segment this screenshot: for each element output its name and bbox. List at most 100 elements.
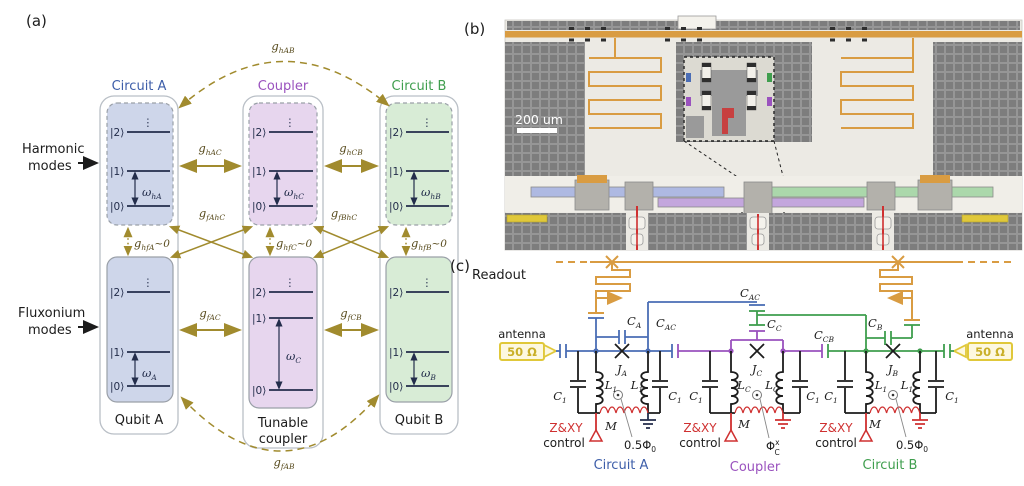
svg-text:|1⟩: |1⟩ <box>252 166 266 178</box>
svg-text:|1⟩: |1⟩ <box>110 347 124 359</box>
svg-text:ΦxC: ΦxC <box>766 438 780 457</box>
antenna-right: antenna 50 Ω <box>943 327 1014 361</box>
harmonic-box-a <box>106 102 174 226</box>
chip-top-ground <box>507 21 1020 30</box>
inset-purple-mark-left <box>686 97 691 106</box>
control-port-c-icon <box>723 428 739 442</box>
svg-text:|2⟩: |2⟩ <box>389 127 403 139</box>
svg-text:CC: CC <box>767 317 782 333</box>
arc-g-fAB <box>180 394 380 452</box>
svg-text:|2⟩: |2⟩ <box>252 127 266 139</box>
panel-c-labels: CA CAC CAC CC CCB CB C1 C1 C1 C1 C1 C1 L… <box>543 286 959 475</box>
cap-c1-a-left <box>570 351 586 413</box>
svg-text:antenna: antenna <box>498 327 546 341</box>
svg-text:⋮: ⋮ <box>143 117 154 129</box>
qubit-b-footer: Qubit B <box>395 413 443 428</box>
tunable-coupler-footer-2: coupler <box>259 432 308 447</box>
svg-text:ωhC: ωhC <box>284 185 304 201</box>
panel-a: (a) Harmonic modes Fluxonium modes Circu… <box>18 12 459 471</box>
flux-control-lines <box>626 206 894 250</box>
mutual-inductor-a <box>599 406 649 414</box>
inset-green-mark <box>767 73 772 82</box>
svg-text:ghfA~0: ghfA~0 <box>134 236 170 252</box>
svg-text:|0⟩: |0⟩ <box>252 385 266 397</box>
fluxonium-box-b <box>385 256 453 403</box>
readout-resonator-left <box>588 38 662 129</box>
svg-text:C1: C1 <box>553 389 567 405</box>
svg-text:L1: L1 <box>604 378 617 394</box>
cap-c1-b-left <box>837 351 853 413</box>
circuit-a-schematic <box>566 301 757 442</box>
harmonic-levels-b: ⋮ |2⟩ |1⟩ |0⟩ ωhB <box>389 117 449 213</box>
svg-text:Fluxonium: Fluxonium <box>18 306 85 321</box>
harmonic-levels-c: ⋮ |2⟩ |1⟩ |0⟩ ωhC <box>252 117 313 213</box>
svg-text:0.5Φ0: 0.5Φ0 <box>624 438 656 454</box>
svg-text:L1: L1 <box>874 378 887 394</box>
svg-text:control: control <box>815 436 857 450</box>
mutual-inductor-c <box>734 406 784 414</box>
svg-text:modes: modes <box>28 323 72 338</box>
junction-bridges <box>701 62 757 111</box>
coupler-footer: Coupler <box>730 460 781 475</box>
svg-text:Z&XY: Z&XY <box>683 421 717 435</box>
inductor-c-left <box>730 351 739 413</box>
svg-text:CAC: CAC <box>656 316 676 332</box>
svg-text:gfBhC: gfBhC <box>331 206 357 222</box>
svg-text:M: M <box>604 419 618 433</box>
cap-c1-a-right <box>652 351 668 413</box>
svg-text:C1: C1 <box>945 389 959 405</box>
svg-text:gfAB: gfAB <box>273 455 295 471</box>
svg-text:ghCB: ghCB <box>339 141 363 157</box>
svg-text:C1: C1 <box>806 389 820 405</box>
svg-text:gfAhC: gfAhC <box>199 206 225 222</box>
svg-text:|0⟩: |0⟩ <box>110 201 124 213</box>
panel-b: (b) <box>464 15 1023 251</box>
svg-text:⋮: ⋮ <box>143 277 154 289</box>
panel-c: (c) Readout antenna 50 Ω <box>450 255 1014 475</box>
harmonic-levels-a: ⋮ |2⟩ |1⟩ |0⟩ ωhA <box>110 117 170 213</box>
junction-a-icon <box>614 343 630 359</box>
svg-text:|1⟩: |1⟩ <box>389 166 403 178</box>
chip-feedline <box>505 31 1022 38</box>
cap-c1-b-right <box>928 351 944 413</box>
svg-text:|0⟩: |0⟩ <box>389 381 403 393</box>
qubit-a-footer: Qubit A <box>115 413 164 428</box>
circuit-b-footer: Circuit B <box>863 458 918 473</box>
coupling-labels: ghAB ghAC ghCB gfAhC gfBhC ghfA~0 ghfC~0… <box>134 39 447 471</box>
svg-text:ωB: ωB <box>421 366 436 382</box>
chip-inset <box>683 56 785 219</box>
scale-bar: 200 um <box>515 112 563 133</box>
svg-text:gfCB: gfCB <box>340 306 362 322</box>
svg-text:|1⟩: |1⟩ <box>252 313 266 325</box>
inset-red-feature <box>722 108 734 134</box>
svg-text:0.5Φ0: 0.5Φ0 <box>896 438 928 454</box>
svg-text:Z&XY: Z&XY <box>819 421 853 435</box>
readout-resonator-a <box>588 262 631 319</box>
svg-text:CAC: CAC <box>740 286 760 302</box>
inductor-a-right <box>640 351 649 413</box>
circuit-a-footer: Circuit A <box>594 458 649 473</box>
svg-text:|0⟩: |0⟩ <box>389 201 403 213</box>
svg-text:M: M <box>868 417 882 431</box>
inset-blue-mark <box>686 73 691 82</box>
readout-resonator-b <box>879 262 920 326</box>
svg-text:⋮: ⋮ <box>285 277 296 289</box>
svg-text:M: M <box>737 417 751 431</box>
cap-c1-c-left <box>702 351 718 413</box>
control-labels: Z&XY control Z&XY control Z&XY control <box>543 421 857 450</box>
junction-b-icon <box>885 343 901 359</box>
svg-text:CCB: CCB <box>814 328 835 344</box>
svg-text:|2⟩: |2⟩ <box>389 287 403 299</box>
harmonic-modes-label: Harmonic modes <box>22 142 99 174</box>
svg-text:gfAC: gfAC <box>199 306 221 322</box>
fluxonium-modes-label: Fluxonium modes <box>18 306 99 338</box>
svg-text:⋮: ⋮ <box>422 117 433 129</box>
control-port-a-icon <box>588 428 604 442</box>
fluxonium-levels-a: ⋮ |2⟩ |1⟩ |0⟩ ωA <box>110 277 170 393</box>
inductor-a-left <box>595 351 604 413</box>
svg-text:|1⟩: |1⟩ <box>110 166 124 178</box>
readout-resonator-right <box>840 38 914 129</box>
arc-g-hAB <box>178 60 390 109</box>
